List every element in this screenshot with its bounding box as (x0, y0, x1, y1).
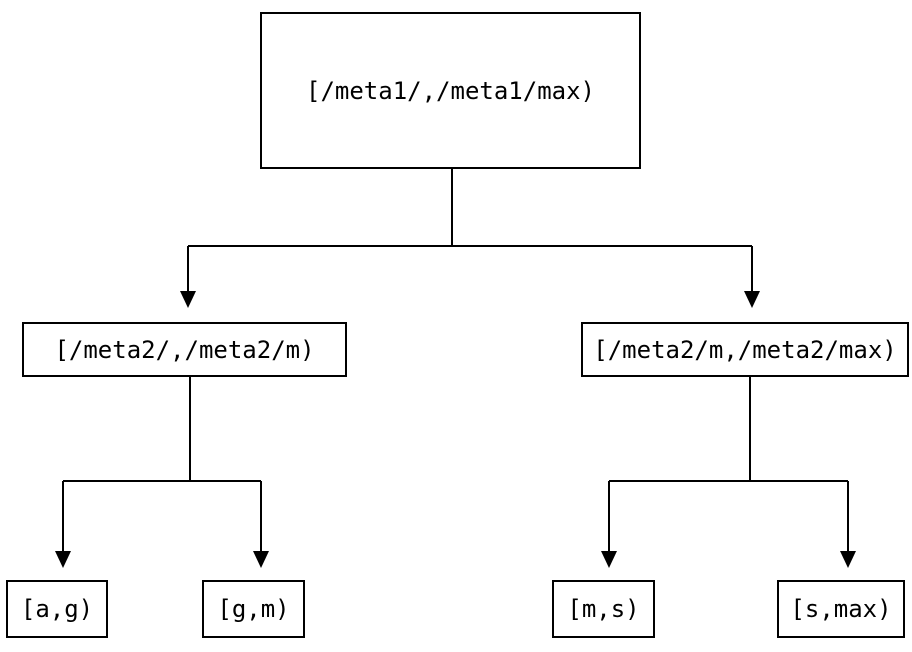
leaf-node-a-g: [a,g) (6, 580, 108, 638)
tree-node-root: [/meta1/,/meta1/max) (260, 12, 641, 169)
arrowhead-down-icon (840, 551, 856, 568)
arrowhead-down-icon (601, 551, 617, 568)
arrowhead-down-icon (180, 291, 196, 308)
leaf-node-s-max: [s,max) (777, 580, 905, 638)
tree-node-meta2-left: [/meta2/,/meta2/m) (22, 322, 347, 377)
leaf-node-g-m: [g,m) (202, 580, 305, 638)
arrowhead-down-icon (744, 291, 760, 308)
arrowhead-down-icon (253, 551, 269, 568)
arrowhead-down-icon (55, 551, 71, 568)
leaf-node-m-s: [m,s) (552, 580, 655, 638)
tree-node-meta2-right: [/meta2/m,/meta2/max) (581, 322, 909, 377)
